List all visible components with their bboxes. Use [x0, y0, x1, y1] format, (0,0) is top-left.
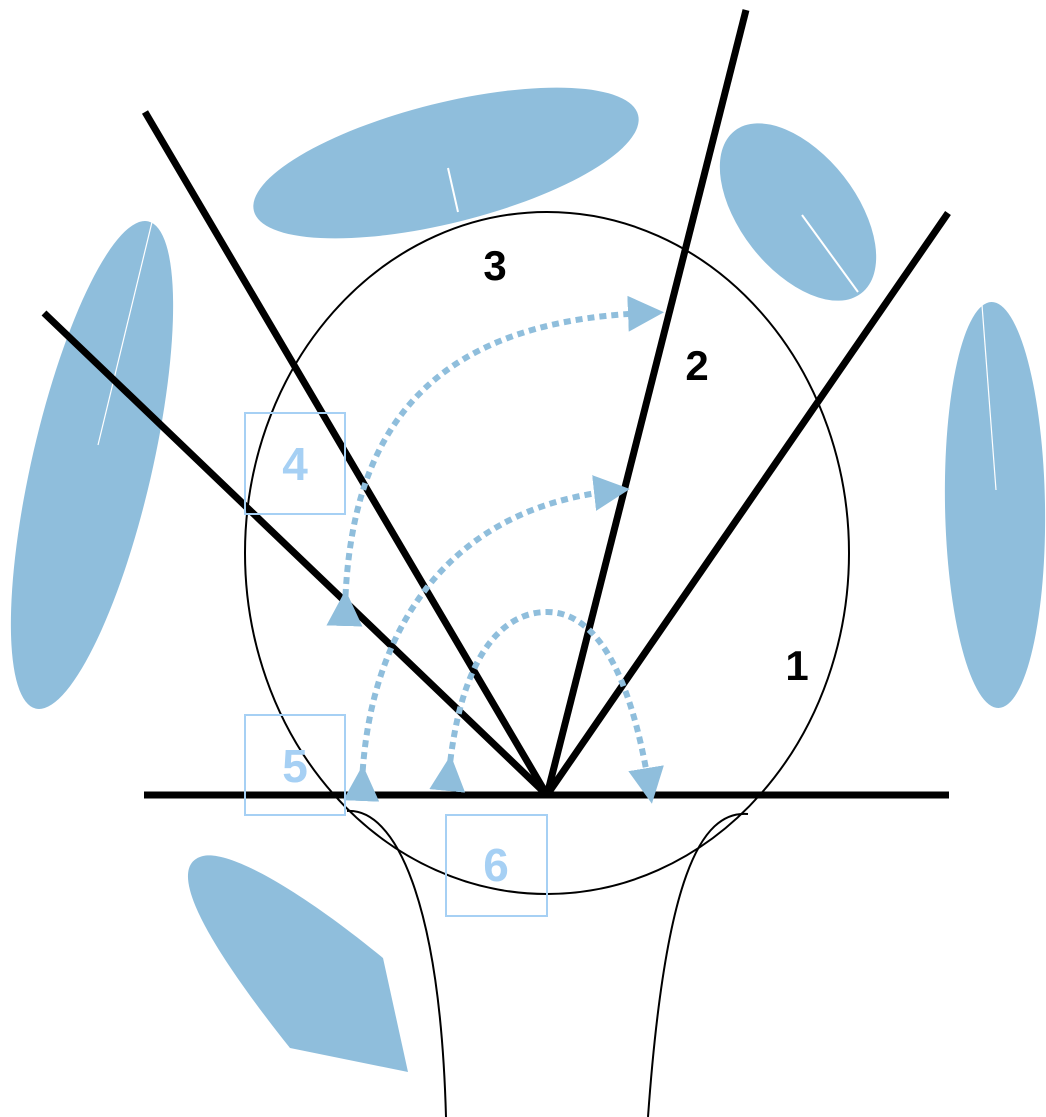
box-6-group: 6	[445, 814, 548, 917]
petal-right-vein	[981, 304, 997, 491]
stem-right	[647, 812, 749, 1117]
petal-top-right-vein	[801, 214, 859, 293]
angle-arc-inner	[429, 608, 664, 804]
ray-1	[544, 211, 951, 797]
petal-right	[944, 302, 1046, 708]
box-6	[445, 814, 548, 917]
region-label-1: 1	[785, 642, 808, 689]
box-4	[244, 412, 346, 515]
box-6-label: 6	[483, 839, 509, 891]
angle-arc-outer	[326, 295, 664, 627]
petal-left	[10, 221, 174, 709]
stem-left	[346, 809, 447, 1117]
petal-top-vein	[447, 167, 459, 213]
petal-top	[253, 87, 639, 239]
petal-left-vein	[97, 221, 153, 446]
box-5-group: 5	[244, 714, 346, 816]
box-5	[244, 714, 346, 816]
region-label-2: 2	[685, 342, 708, 389]
box-4-group: 4	[244, 412, 346, 515]
angle-arcs	[326, 295, 664, 804]
petals	[10, 87, 1046, 1072]
region-label-3: 3	[483, 242, 506, 289]
box-5-label: 5	[282, 740, 308, 792]
petal-bottom-left	[187, 855, 408, 1072]
petal-top-right	[719, 123, 877, 301]
box-4-label: 4	[282, 438, 308, 490]
